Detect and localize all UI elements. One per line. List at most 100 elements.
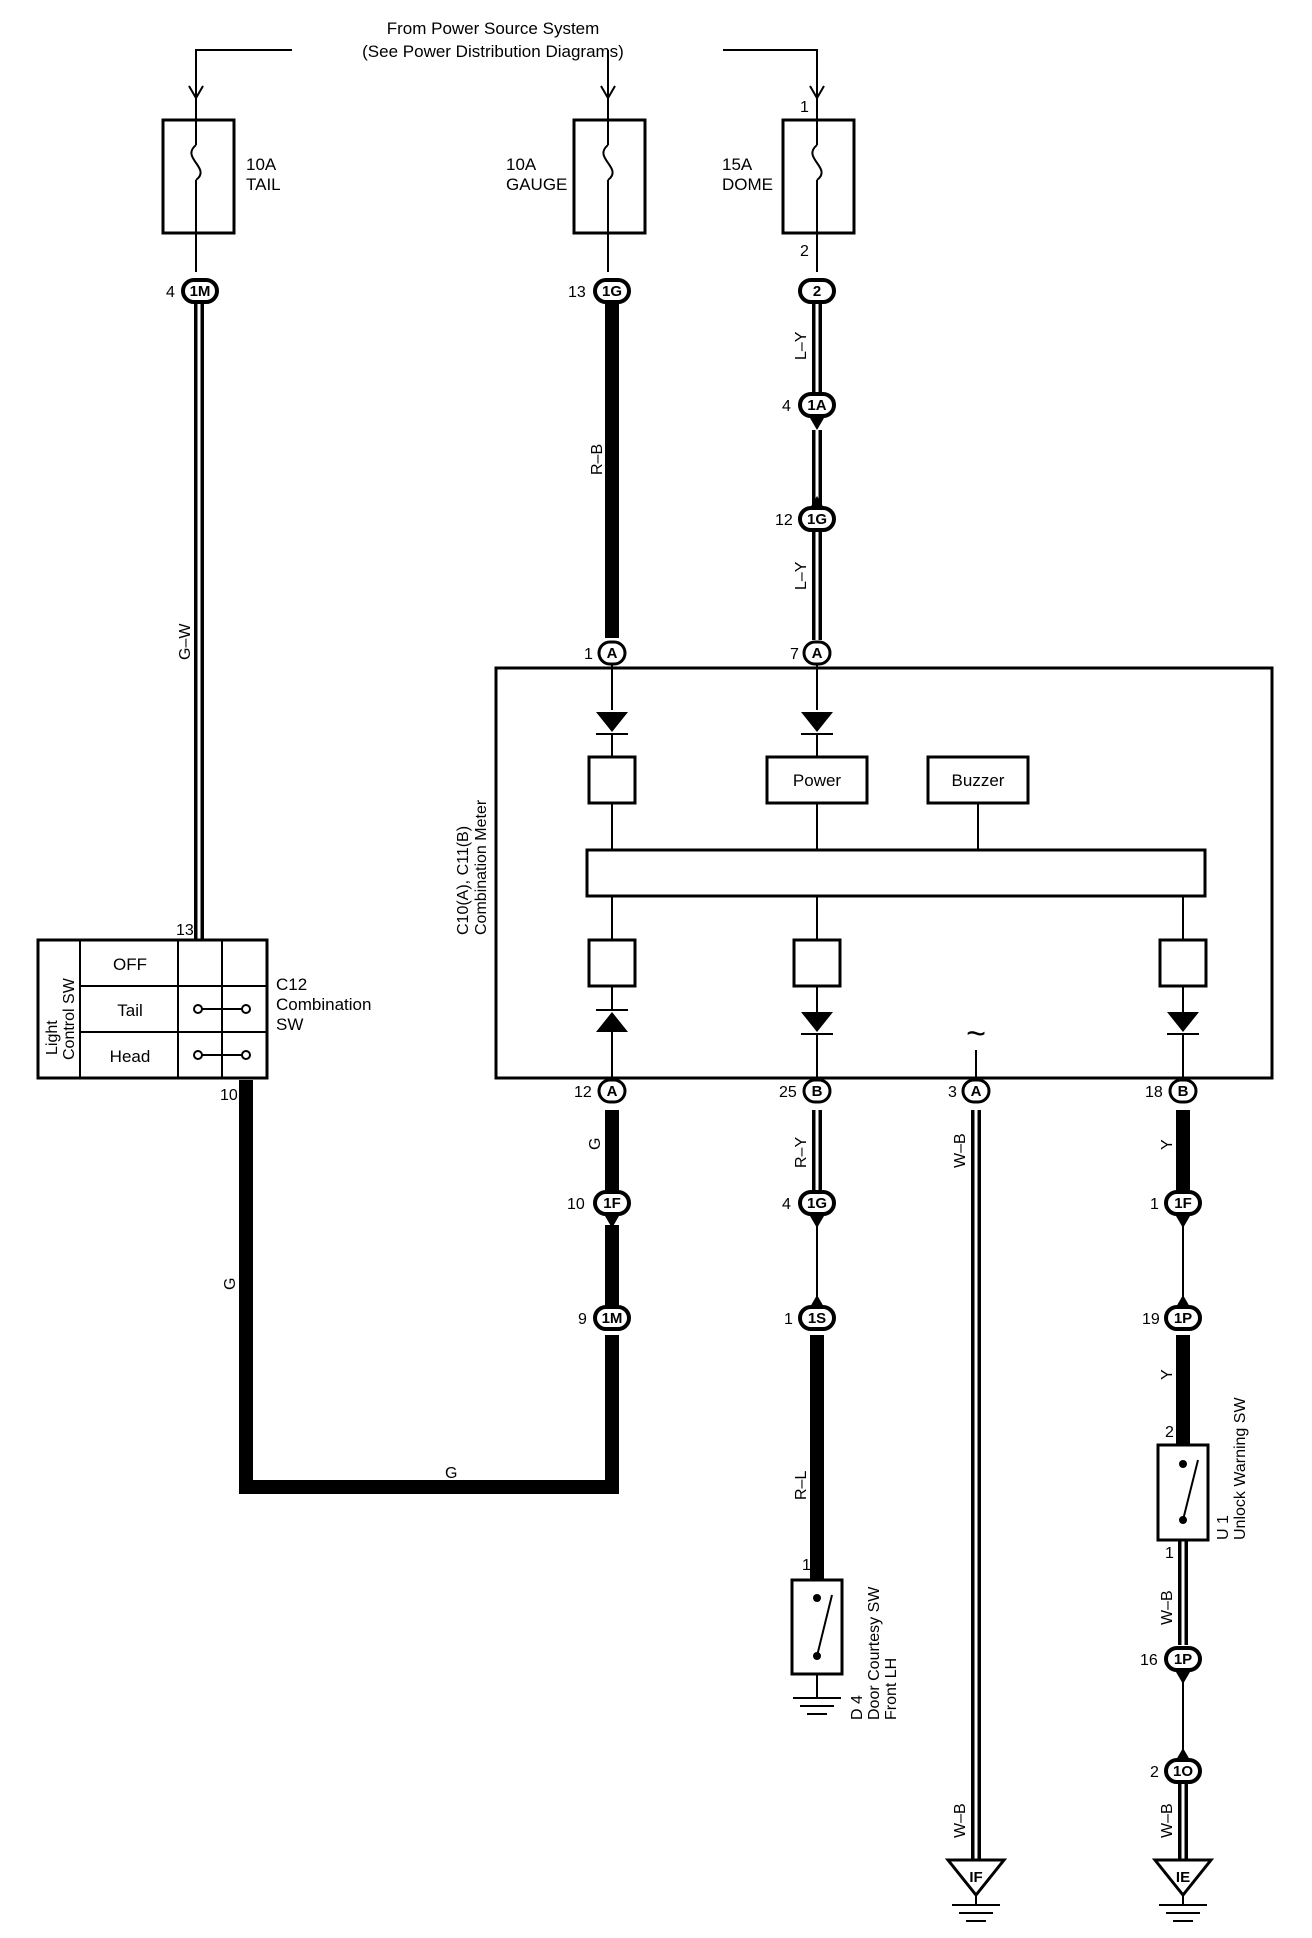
wire-gw-label: G–W [177, 623, 194, 660]
light-switch-side-2: Control SW [61, 977, 78, 1060]
ground-if-label: IF [969, 1869, 982, 1886]
meter-power-label: Power [793, 771, 842, 790]
connector-y-1f: 1F 1 [1150, 1190, 1202, 1228]
connector-gauge-out: 1G 13 [568, 278, 631, 304]
connector-gauge-out-pin: 13 [568, 284, 586, 301]
wire-ry-rl: R–Y R–L [793, 1110, 824, 1580]
ground-ie: IE [1151, 1858, 1215, 1922]
wire-g-label-1: G [222, 1278, 239, 1290]
light-switch-name-2: SW [276, 1015, 303, 1034]
light-switch-row-off: OFF [113, 955, 147, 974]
fuse-tail: 10A TAIL [161, 98, 281, 272]
light-switch-side-1: Light [44, 1020, 61, 1055]
connector-tail-out: 1M 4 [166, 278, 219, 304]
fuse-dome-name: DOME [722, 175, 773, 194]
connector-wb-1p: 1P 16 [1140, 1646, 1202, 1684]
connector-gauge-out-code: 1G [602, 283, 622, 300]
meter-bus [585, 848, 1207, 898]
meter-label-2: Combination Meter [473, 799, 490, 935]
meter-label-1: C10(A), C11(B) [455, 826, 472, 935]
wire-wb-label-2: W–B [952, 1803, 969, 1838]
connector-y-1f-code: 1F [1174, 1195, 1192, 1212]
connector-wb-1p-pin: 16 [1140, 1652, 1158, 1669]
wire-rl-label: R–L [793, 1471, 810, 1500]
combination-meter: C10(A), C11(B) Combination Meter Power B… [455, 664, 1274, 1080]
connector-ry-1g: 1G 4 [782, 1190, 836, 1228]
connector-g-1f-code: 1F [603, 1195, 621, 1212]
header-line-2: (See Power Distribution Diagrams) [362, 42, 624, 61]
connector-meter-b18-pin: 18 [1145, 1084, 1163, 1101]
unlock-switch-pin-top: 2 [1165, 1424, 1174, 1441]
connector-wb-1p-code: 1P [1174, 1651, 1192, 1668]
switch-contact-tail [193, 1004, 251, 1014]
wire-g-label-2: G [445, 1465, 457, 1482]
light-switch-pin-top: 13 [176, 922, 194, 939]
connector-g-1m: 1M 9 [578, 1295, 631, 1331]
connector-dome-1a-pin: 4 [782, 398, 791, 415]
connector-dome-out-code: 2 [813, 283, 821, 300]
connector-tail-out-code: 1M [190, 283, 211, 300]
door-switch-code: D 4 [849, 1695, 866, 1720]
meter-tilde: ~ [966, 1015, 986, 1053]
connector-g-1m-code: 1M [602, 1310, 623, 1327]
connector-dome-1g: 1G 12 [775, 496, 836, 532]
wire-y-label-1: Y [1159, 1139, 1176, 1150]
connector-rl-1s: 1S 1 [784, 1295, 836, 1331]
connector-meter-a3-pin: 3 [948, 1084, 957, 1101]
connector-g-1f-pin: 10 [567, 1196, 585, 1213]
wire-ry-label: R–Y [793, 1137, 810, 1168]
connector-meter-a7-pin: 7 [790, 646, 799, 663]
connector-meter-a12-pin: 12 [574, 1084, 592, 1101]
unlock-switch-code: U 1 [1215, 1515, 1232, 1540]
power-source-header: From Power Source System (See Power Dist… [188, 19, 825, 100]
wire-ly-label-1: L–Y [793, 331, 810, 360]
fuse-dome-pin-in: 1 [800, 99, 809, 116]
header-line-1: From Power Source System [387, 19, 600, 38]
wire-g-label-3: G [587, 1138, 604, 1150]
connector-meter-b25-code: B [812, 1083, 823, 1100]
light-control-switch: Light Control SW OFF Tail Head 13 10 C12… [36, 922, 371, 1104]
connector-ry-1g-pin: 4 [782, 1196, 791, 1213]
connector-meter-a3-code: A [971, 1083, 982, 1100]
wire-wb-label-1: W–B [952, 1133, 969, 1168]
wire-ly: L–Y L–Y [793, 300, 822, 640]
connector-meter-a12-code: A [607, 1083, 618, 1100]
connector-y-1p-code: 1P [1174, 1310, 1192, 1327]
meter-buzzer-label: Buzzer [952, 771, 1005, 790]
connector-rl-1s-pin: 1 [784, 1311, 793, 1328]
door-courtesy-switch: 1 D 4 Door Courtesy SW Front LH [790, 1557, 900, 1720]
light-switch-code: C12 [276, 975, 307, 994]
connector-meter-a7-code: A [812, 645, 823, 662]
door-switch-pin: 1 [802, 1557, 811, 1574]
connector-y-1p: 1P 19 [1142, 1295, 1202, 1331]
diode-icon [1167, 1012, 1199, 1032]
wire-y: Y Y [1159, 1110, 1190, 1445]
connector-meter-b18: B 18 [1145, 1078, 1198, 1104]
fuse-tail-name: TAIL [246, 175, 281, 194]
ground-ie-label: IE [1176, 1869, 1190, 1886]
connector-dome-out: 2 [798, 278, 836, 304]
connector-meter-a3: A 3 [948, 1078, 991, 1104]
wire-gw: G–W [177, 300, 204, 950]
connector-wb-1o-code: 1O [1173, 1763, 1193, 1780]
ground-if: IF [944, 1858, 1008, 1922]
fuse-gauge-rating: 10A [506, 155, 537, 174]
connector-meter-a7: A 7 [790, 640, 832, 666]
connector-g-1f: 1F 10 [567, 1190, 631, 1228]
connector-wb-1o-pin: 2 [1150, 1764, 1159, 1781]
connector-meter-a1-code: A [607, 645, 618, 662]
wire-g: G G G [222, 1080, 619, 1494]
wire-wb-label-4: W–B [1159, 1803, 1176, 1838]
door-switch-name-2: Front LH [883, 1658, 900, 1720]
diode-icon [596, 1012, 628, 1032]
connector-wb-1o: 1O 2 [1150, 1748, 1202, 1784]
connector-meter-b25-pin: 25 [779, 1084, 797, 1101]
connector-tail-out-pin: 4 [166, 284, 175, 301]
light-switch-row-tail: Tail [117, 1001, 143, 1020]
fuse-gauge: 10A GAUGE [506, 98, 647, 272]
connector-meter-a12: A 12 [574, 1078, 627, 1104]
fuse-gauge-name: GAUGE [506, 175, 567, 194]
connector-y-1p-pin: 19 [1142, 1311, 1160, 1328]
connector-dome-1g-pin: 12 [775, 512, 793, 529]
wire-y-label-2: Y [1159, 1369, 1176, 1380]
